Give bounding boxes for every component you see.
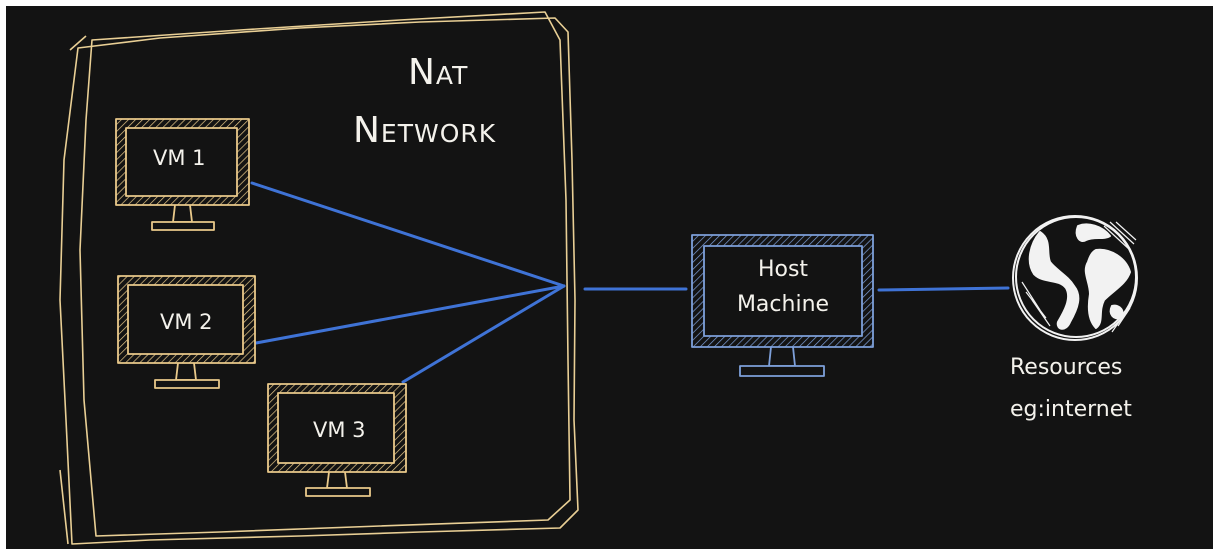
vm2-label: VM 2 bbox=[160, 310, 213, 334]
vm1-monitor-icon bbox=[115, 118, 250, 231]
resources-label-line-1: Resources bbox=[1010, 355, 1123, 380]
globe-icon bbox=[1012, 215, 1138, 341]
nat-network-box bbox=[59, 11, 579, 545]
link-vm1-switch bbox=[250, 181, 566, 288]
link-vm2-switch bbox=[254, 284, 566, 345]
vm1-label: VM 1 bbox=[153, 146, 206, 170]
host-label-line-1: Host bbox=[757, 257, 809, 282]
vm2-monitor-icon bbox=[117, 275, 256, 389]
resources-label-line-2: eg:internet bbox=[1010, 397, 1132, 422]
link-host-resources bbox=[877, 286, 1010, 292]
vm3-monitor-icon bbox=[267, 383, 407, 497]
vm3-label: VM 3 bbox=[313, 418, 366, 442]
link-vm3-switch bbox=[401, 284, 566, 384]
nat-network-title-line-1: Nat bbox=[408, 52, 469, 93]
host-label-line-2: Machine bbox=[736, 292, 830, 317]
network-links bbox=[250, 181, 1010, 384]
nat-network-title-line-2: Network bbox=[353, 110, 497, 151]
host-monitor-icon bbox=[691, 234, 874, 377]
